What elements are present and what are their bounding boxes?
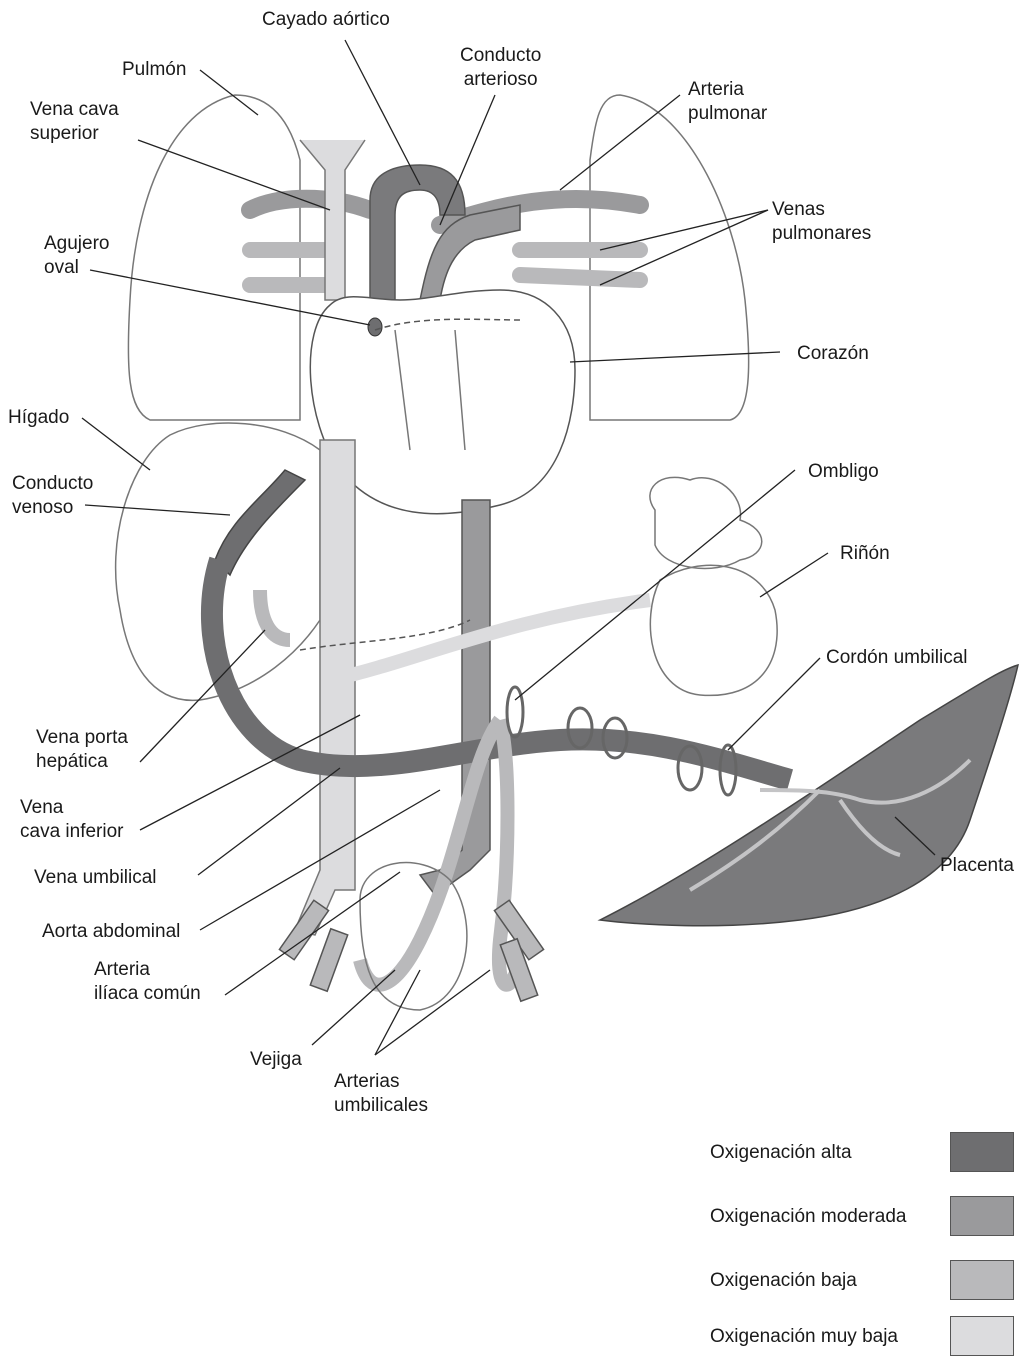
label-ombligo: Ombligo <box>808 460 879 484</box>
label-vejiga: Vejiga <box>250 1048 302 1072</box>
legend-item-baja: Oxigenación baja <box>710 1260 1014 1304</box>
label-arteria-iliaca-comun: Arteria ilíaca común <box>94 958 201 1006</box>
legend-item-moderada: Oxigenación moderada <box>710 1196 1014 1240</box>
legend-swatch <box>950 1196 1014 1236</box>
legend-label: Oxigenación alta <box>710 1142 852 1164</box>
label-arterias-umbilicales: Arterias umbilicales <box>334 1070 428 1118</box>
label-arteria-pulmonar: Arteria pulmonar <box>688 78 767 126</box>
label-higado: Hígado <box>8 406 69 430</box>
adrenal-gland <box>650 477 762 568</box>
legend-label: Oxigenación muy baja <box>710 1326 898 1348</box>
label-vena-umbilical: Vena umbilical <box>34 866 157 890</box>
superior-vena-cava <box>300 140 365 300</box>
label-rinon: Riñón <box>840 542 890 566</box>
label-cordon-umbilical: Cordón umbilical <box>826 646 968 670</box>
inferior-vena-cava <box>295 440 355 935</box>
label-vena-cava-superior: Vena cava superior <box>30 98 119 146</box>
label-pulmon: Pulmón <box>122 58 186 82</box>
legend-swatch <box>950 1316 1014 1356</box>
label-conducto-arterioso: Conducto arterioso <box>460 44 541 92</box>
legend-item-muy-baja: Oxigenación muy baja <box>710 1316 1014 1360</box>
legend-label: Oxigenación baja <box>710 1270 857 1292</box>
label-agujero-oval: Agujero oval <box>44 232 110 280</box>
placenta <box>600 665 1018 926</box>
label-corazon: Corazón <box>797 342 869 366</box>
label-vena-cava-inferior: Vena cava inferior <box>20 796 124 844</box>
label-placenta: Placenta <box>940 854 1014 878</box>
label-vena-porta-hepatica: Vena porta hepática <box>36 726 128 774</box>
label-venas-pulmonares: Venas pulmonares <box>772 198 871 246</box>
kidney <box>650 565 777 695</box>
legend-swatch <box>950 1132 1014 1172</box>
legend-item-alta: Oxigenación alta <box>710 1132 1014 1176</box>
hepatic-portal-vein <box>260 590 290 640</box>
legend-swatch <box>950 1260 1014 1300</box>
foramen-ovale <box>368 318 382 336</box>
ductus-venosus <box>215 470 305 575</box>
label-conducto-venoso: Conducto venoso <box>12 472 93 520</box>
label-cayado-aortico: Cayado aórtico <box>262 8 390 32</box>
label-aorta-abdominal: Aorta abdominal <box>42 920 180 944</box>
legend-label: Oxigenación moderada <box>710 1206 906 1228</box>
